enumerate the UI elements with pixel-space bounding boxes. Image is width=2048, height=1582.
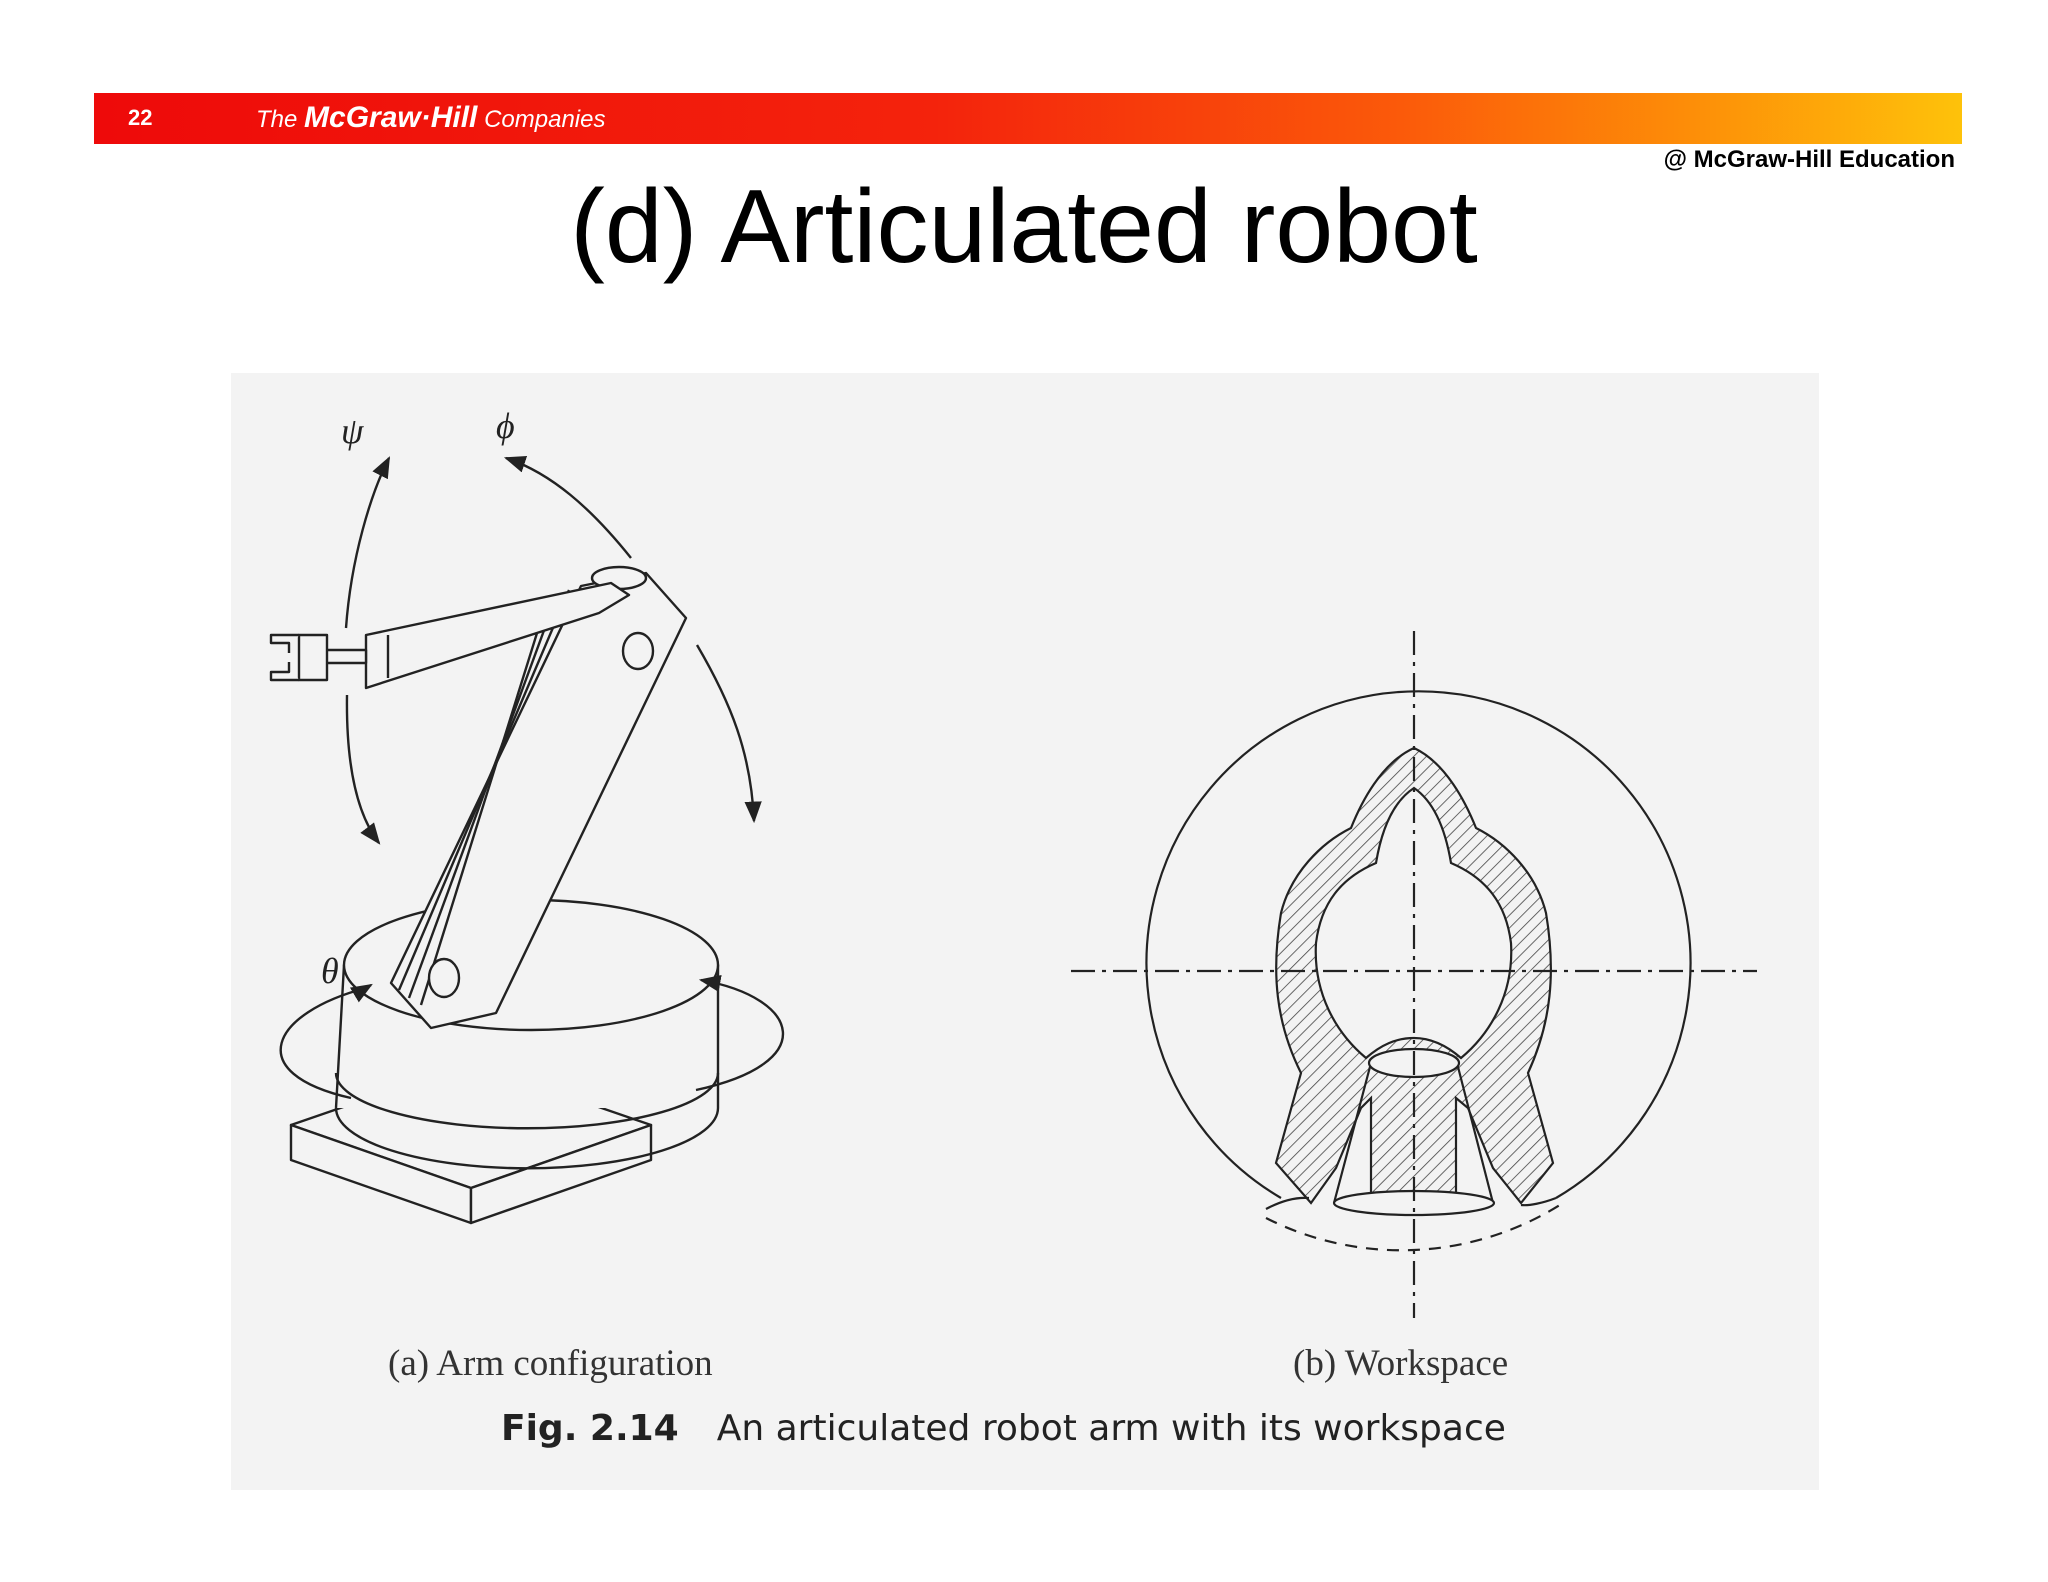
brand-companies: Companies — [477, 106, 606, 133]
psi-arrow-down — [345, 694, 381, 845]
robot-arm-drawing — [269, 455, 785, 1225]
figure-caption-line: Fig. 2.14 An articulated robot arm with i… — [501, 1408, 1506, 1449]
copyright-notice: @ McGraw-Hill Education — [1663, 146, 1955, 173]
lower-reach-dashed-arc — [1265, 1202, 1564, 1252]
slide-title: (d) Articulated robot — [570, 169, 1478, 285]
brand-mcgraw-hill: McGraw·Hill — [304, 101, 478, 134]
phi-arrow-up — [503, 455, 632, 559]
phi-arrow-down — [695, 644, 762, 824]
theta-rotation-arrow — [279, 974, 785, 1100]
caption-arm-configuration: (a) Arm configuration — [388, 1343, 713, 1384]
header-bar: 22 The McGraw·Hill Companies — [94, 93, 1962, 144]
phi-symbol: ϕ — [496, 406, 515, 446]
figure-illustration: ψ ϕ θ — [269, 406, 1757, 1318]
gripper — [269, 633, 368, 682]
forearm — [364, 581, 631, 690]
theta-symbol: θ — [321, 951, 339, 991]
upper-arm — [389, 565, 688, 1030]
psi-arrow-up — [344, 456, 391, 629]
publisher-logo: The McGraw·Hill Companies — [256, 101, 605, 135]
figure-caption-text: An articulated robot arm with its worksp… — [716, 1408, 1506, 1449]
figure-panel: ψ ϕ θ (a) Arm configuration (b) Workspac… — [231, 373, 1819, 1490]
caption-workspace: (b) Workspace — [1293, 1343, 1509, 1384]
workspace-drawing — [1071, 631, 1757, 1318]
psi-symbol: ψ — [341, 411, 364, 451]
brand-the: The — [256, 106, 305, 133]
slide-number: 22 — [128, 105, 153, 130]
outer-reach-boundary — [1145, 690, 1692, 1199]
figure-number: Fig. 2.14 — [501, 1408, 679, 1449]
